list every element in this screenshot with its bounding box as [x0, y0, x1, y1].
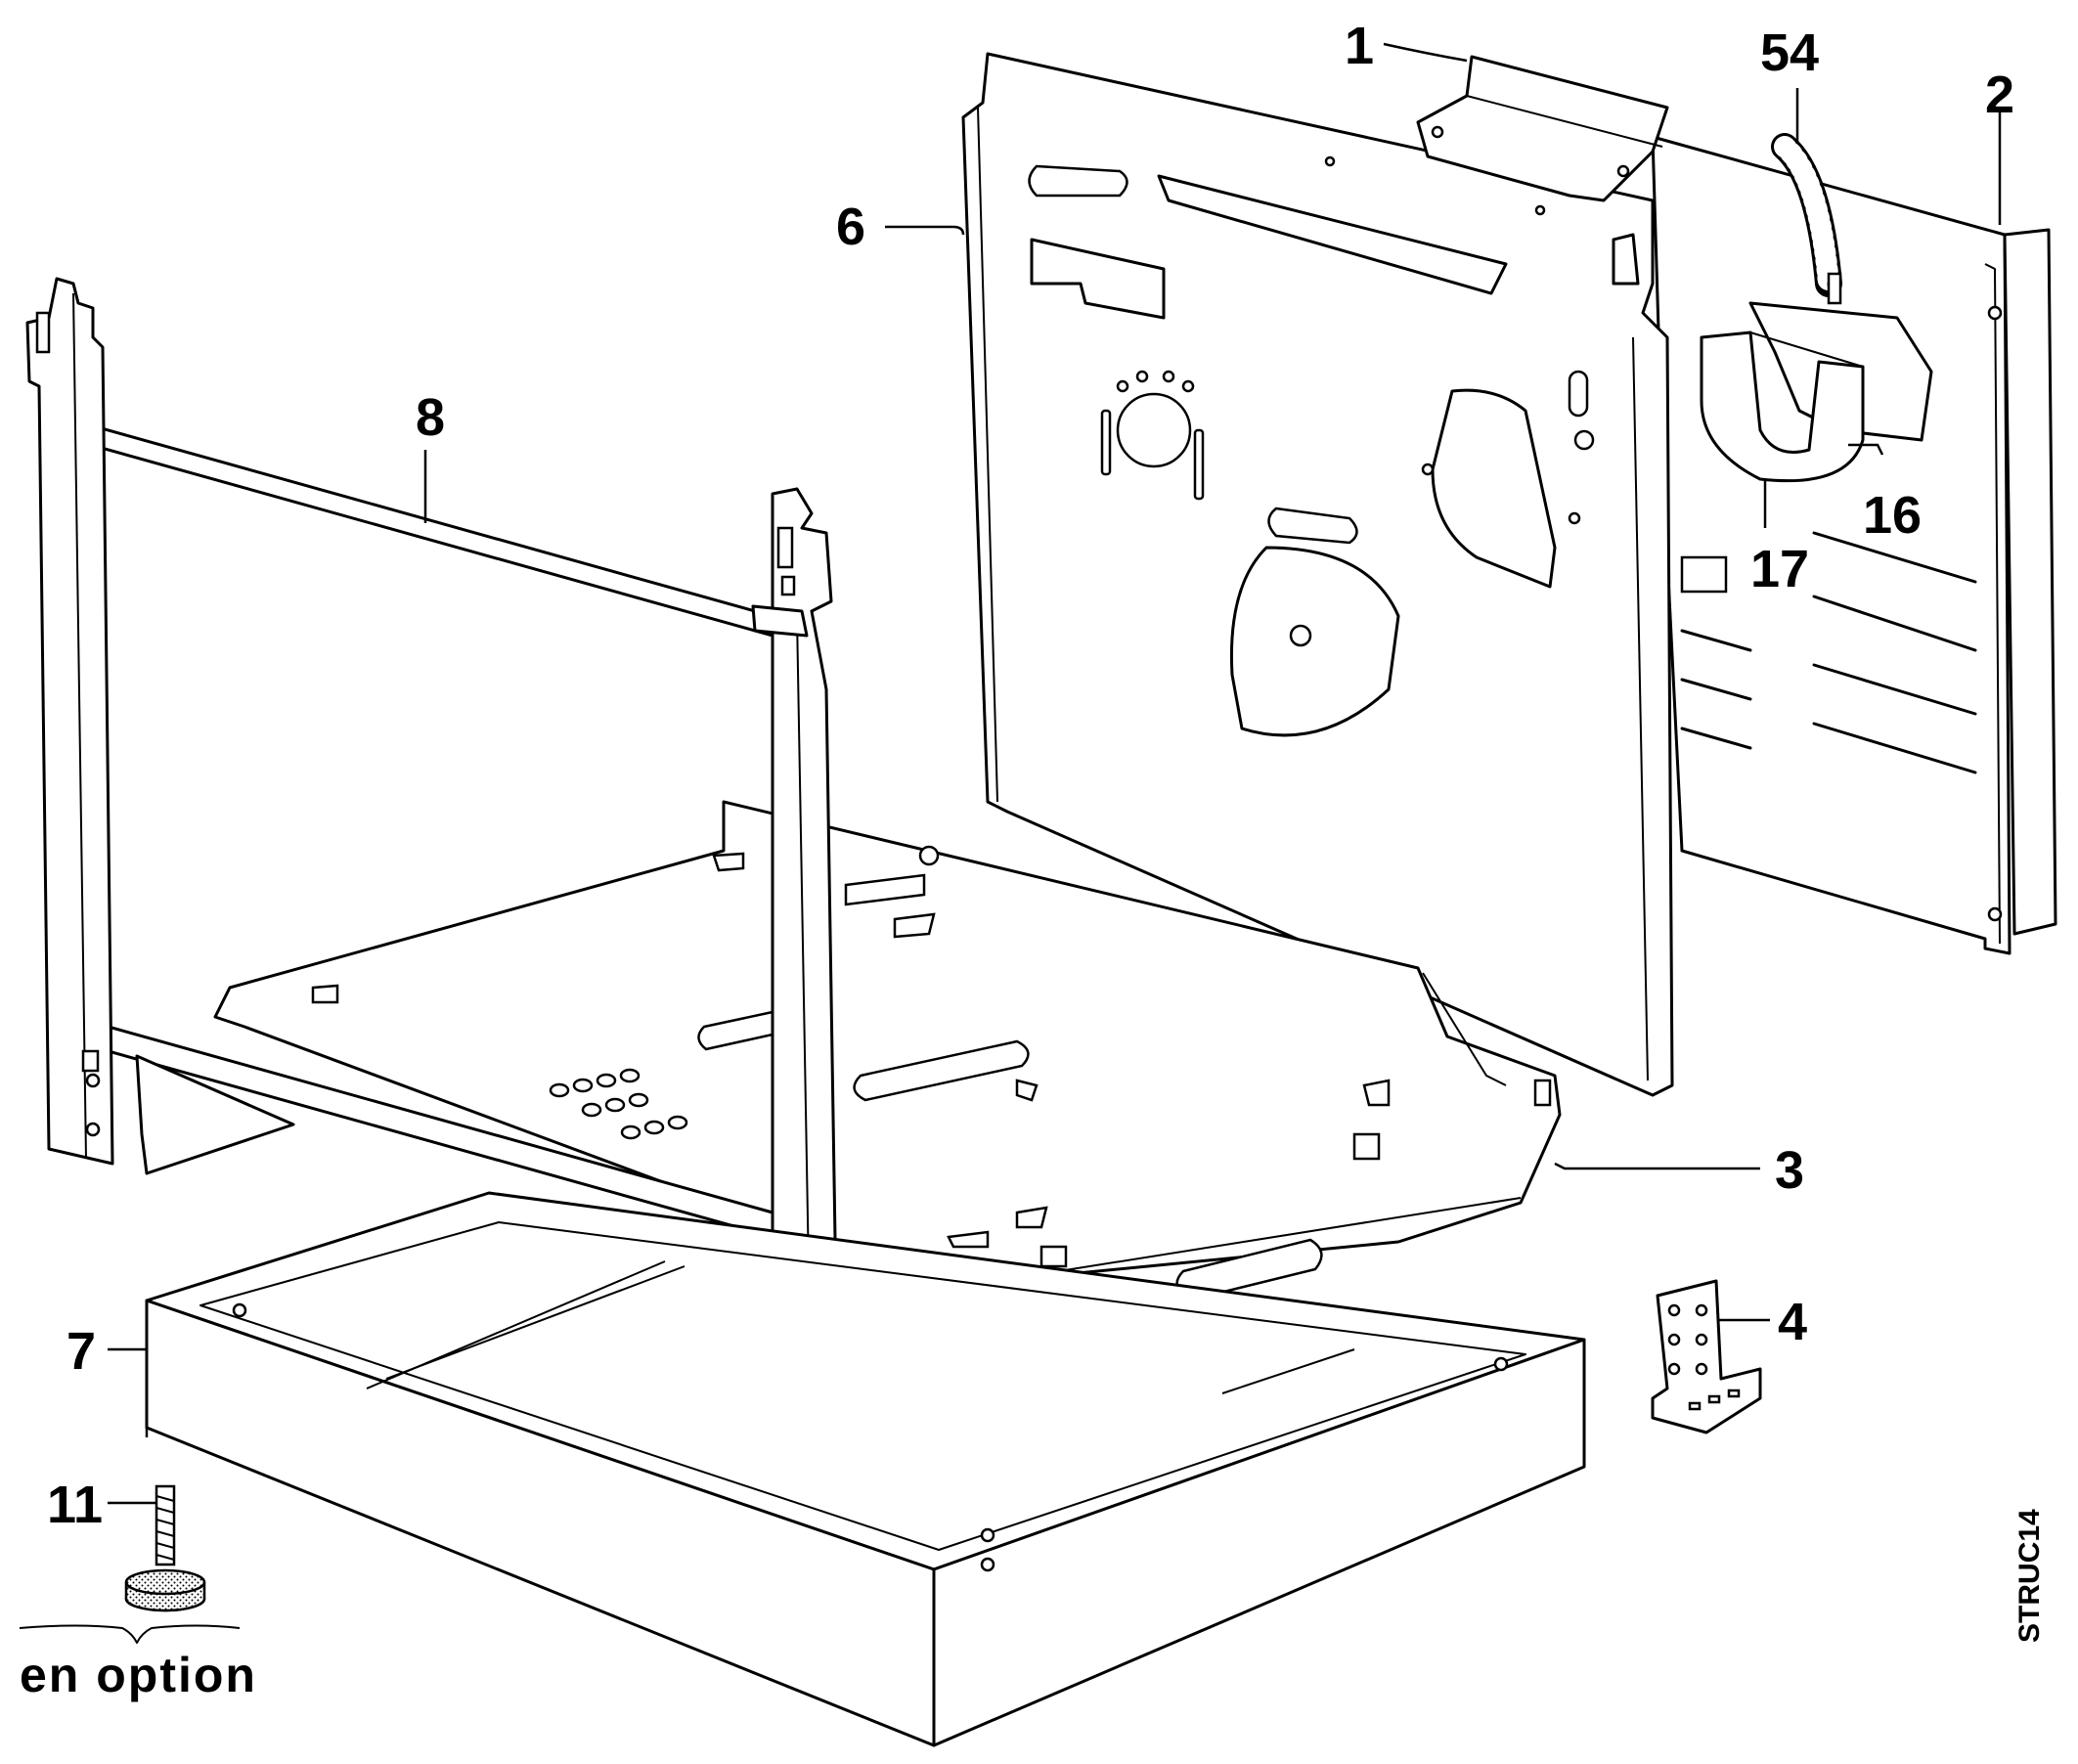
rear-cover-panel	[1651, 135, 2057, 955]
callout-54: 54	[1760, 23, 1819, 82]
callout-3: 3	[1775, 1141, 1804, 1200]
leader-lines	[108, 42, 2002, 1505]
top-bracket	[1416, 55, 1669, 202]
mounting-bracket	[1651, 1279, 1762, 1434]
callout-1: 1	[1345, 17, 1374, 75]
base-tray	[213, 800, 1562, 1469]
callout-17: 17	[1750, 540, 1809, 598]
callout-16: 16	[1863, 486, 1922, 545]
callout-2: 2	[1985, 66, 2014, 124]
callout-4: 4	[1778, 1293, 1807, 1351]
cable-clamp	[1700, 331, 1865, 483]
back-panel	[961, 52, 1674, 1097]
callout-labels: 1 54 2 6 8 16 17 3 4 7 11	[47, 17, 2014, 1534]
side-frame	[25, 277, 838, 1459]
callout-7: 7	[66, 1322, 96, 1381]
adjustable-foot	[19, 1484, 241, 1644]
callout-6: 6	[836, 198, 865, 256]
vent-holes	[549, 1068, 688, 1140]
option-note: en option	[20, 1648, 257, 1702]
plinth-frame	[145, 1191, 1586, 1747]
drawing-reference: STRUC14	[2013, 1509, 2046, 1643]
callout-11: 11	[47, 1476, 103, 1534]
callout-8: 8	[416, 388, 445, 447]
